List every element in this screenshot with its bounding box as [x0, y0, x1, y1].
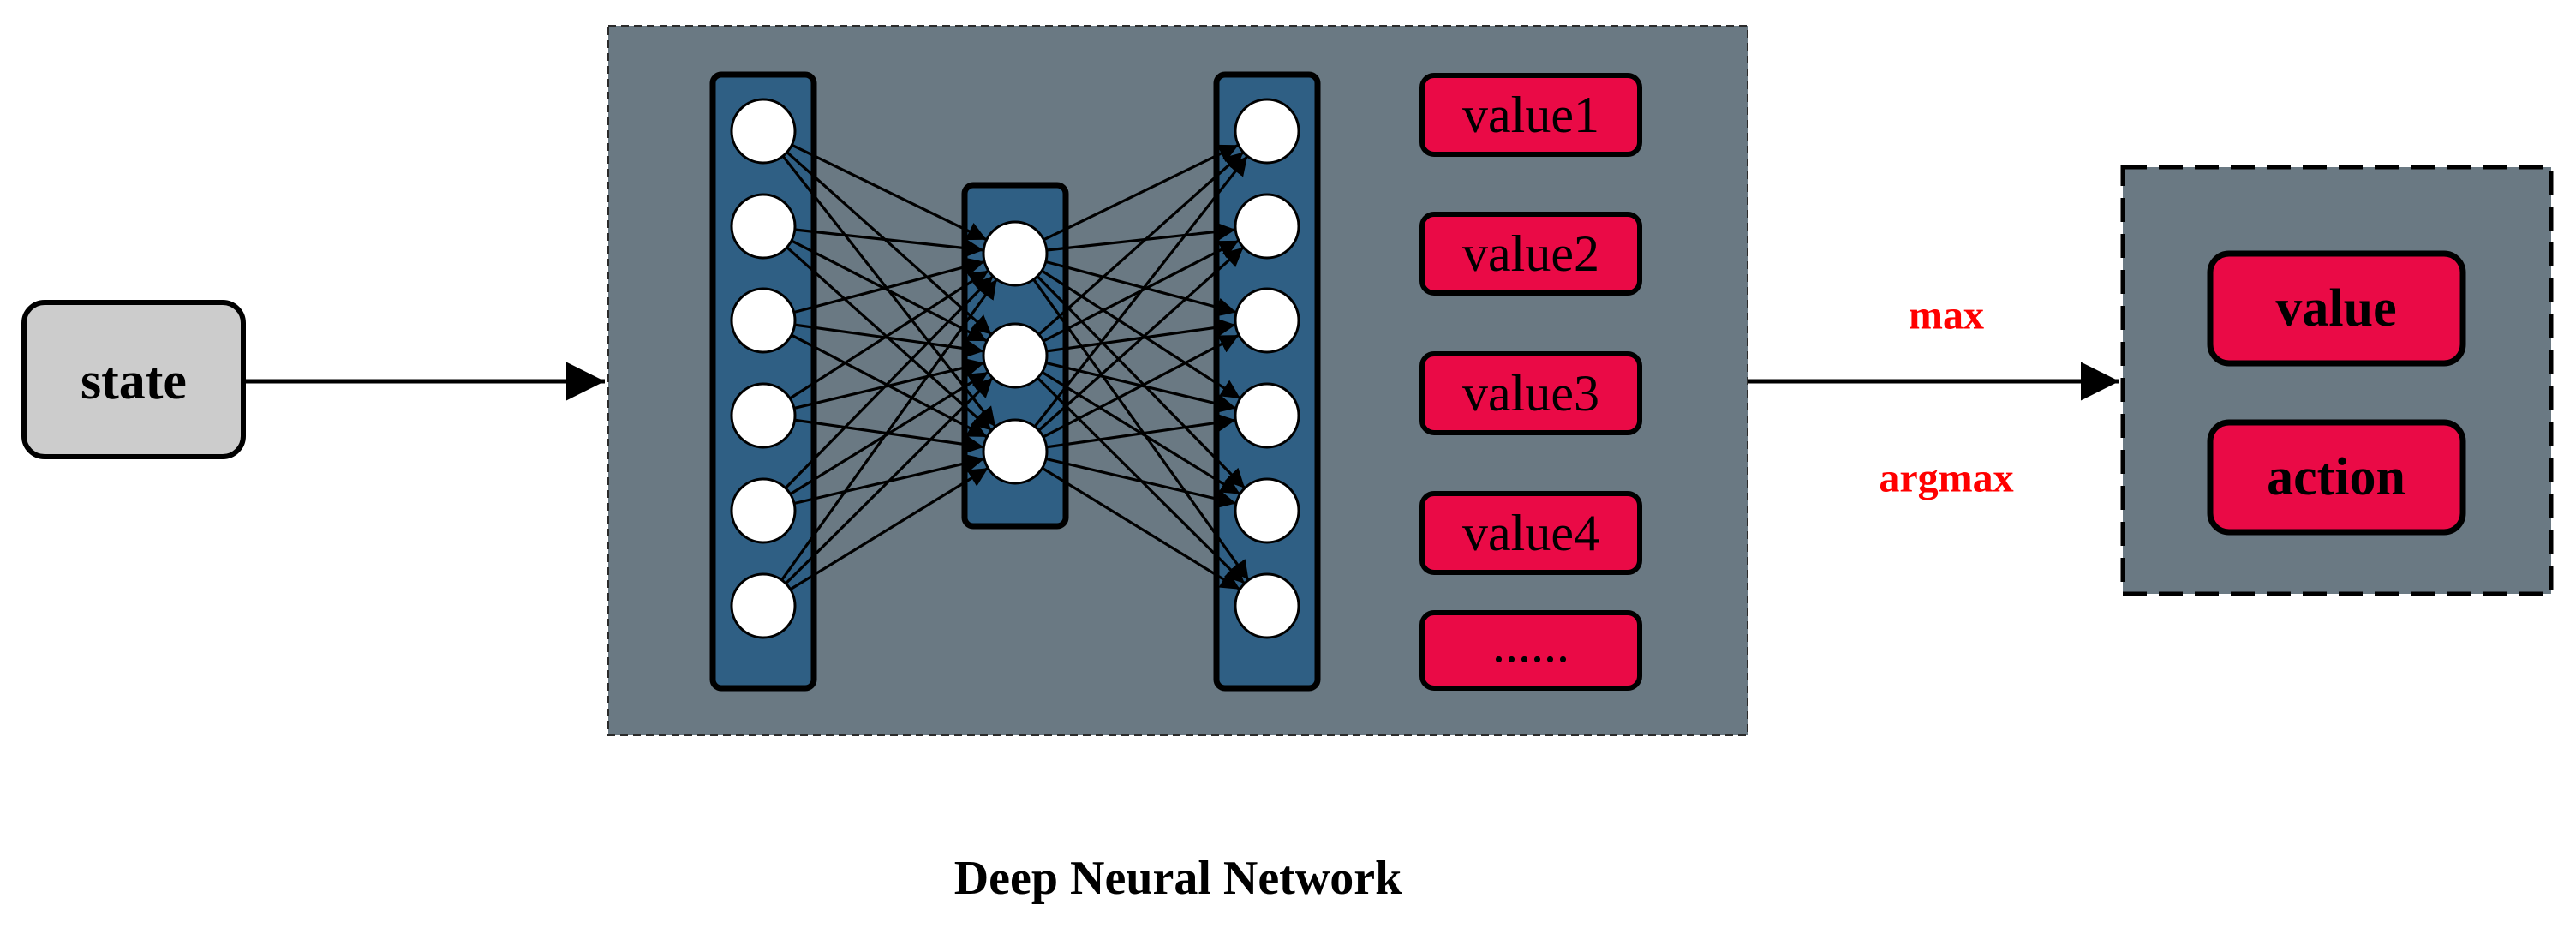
- connection-hidden-3-to-output-4: [1046, 413, 1236, 449]
- connection-hidden-1-to-output-4: [1041, 269, 1241, 400]
- connection-input-6-to-hidden-2: [785, 376, 994, 585]
- output-neuron-1: [1234, 98, 1300, 165]
- connection-hidden-1-to-output-2: [1046, 222, 1236, 252]
- connection-input-1-to-hidden-1: [791, 143, 988, 242]
- connection-hidden-2-to-output-1: [1037, 151, 1245, 336]
- edge-label-argmax: argmax: [1879, 456, 2013, 501]
- input-neuron-1: [730, 98, 797, 165]
- input-neuron-3: [730, 287, 797, 354]
- result-value: value: [2207, 250, 2466, 367]
- connection-hidden-1-to-output-3: [1045, 260, 1237, 317]
- output-value-2-label: value2: [1462, 225, 1599, 282]
- output-value-1: value1: [1419, 73, 1642, 157]
- output-value-4-label: value4: [1462, 505, 1599, 561]
- result-action: action: [2207, 419, 2466, 536]
- output-neuron-4: [1234, 382, 1300, 449]
- input-neuron-2: [730, 193, 797, 260]
- output-value-more: ......: [1419, 610, 1642, 691]
- result-value-box: [2207, 250, 2466, 367]
- output-neuron-5: [1234, 477, 1300, 544]
- connection-input-3-to-hidden-1: [793, 257, 985, 314]
- layer-connections: [780, 143, 1250, 591]
- input-neuron-6: [730, 572, 797, 639]
- connection-hidden-3-to-output-1: [1033, 155, 1249, 428]
- connection-input-5-to-hidden-1: [784, 275, 995, 489]
- output-neuron-6: [1234, 572, 1300, 639]
- connection-input-4-to-hidden-2: [793, 357, 985, 410]
- connection-hidden-1-to-output-1: [1043, 143, 1240, 242]
- connection-input-2-to-hidden-2: [791, 239, 988, 343]
- connection-hidden-1-to-output-5: [1036, 275, 1246, 489]
- output-value-3: value3: [1419, 351, 1642, 435]
- result-panel: value action: [2120, 165, 2554, 596]
- connection-input-4-to-hidden-1: [789, 269, 989, 400]
- hidden-neuron-3: [982, 418, 1049, 485]
- output-value-4-box: [1419, 491, 1642, 575]
- state-label: state: [81, 352, 187, 410]
- neurons: [730, 98, 1300, 639]
- result-value-label: value: [2275, 279, 2396, 338]
- result-action-label: action: [2267, 448, 2406, 506]
- network-panel: value1 value2 value3 value4 ......: [607, 25, 1748, 736]
- output-value-1-label: value1: [1462, 87, 1599, 143]
- edge-label-max: max: [1909, 293, 1984, 338]
- connection-hidden-3-to-output-5: [1045, 457, 1237, 509]
- connection-hidden-3-to-output-3: [1043, 333, 1240, 439]
- hidden-neuron-1: [982, 220, 1049, 287]
- output-value-2-box: [1419, 212, 1642, 296]
- connection-input-6-to-hidden-3: [789, 466, 989, 591]
- input-neuron-5: [730, 477, 797, 544]
- connection-hidden-3-to-output-2: [1037, 246, 1245, 432]
- output-value-more-box: [1419, 610, 1642, 691]
- output-neuron-2: [1234, 193, 1300, 260]
- output-neuron-3: [1234, 287, 1300, 354]
- result-panel-background: [2120, 165, 2554, 596]
- connection-input-6-to-hidden-1: [780, 278, 998, 581]
- network-caption: Deep Neural Network: [954, 852, 1402, 905]
- connection-input-3-to-hidden-2: [794, 323, 984, 358]
- output-value-3-label: value3: [1462, 365, 1599, 422]
- connection-input-2-to-hidden-1: [794, 228, 984, 258]
- output-value-2: value2: [1419, 212, 1642, 296]
- output-value-boxes: value1 value2 value3 value4 ......: [1419, 73, 1642, 691]
- output-value-more-label: ......: [1492, 616, 1569, 673]
- connection-hidden-3-to-output-6: [1041, 466, 1241, 591]
- output-value-3-box: [1419, 351, 1642, 435]
- output-value-4: value4: [1419, 491, 1642, 575]
- input-neuron-4: [730, 382, 797, 449]
- hidden-neuron-2: [982, 322, 1049, 389]
- output-value-1-box: [1419, 73, 1642, 157]
- connection-input-1-to-hidden-2: [786, 151, 993, 336]
- connection-hidden-1-to-output-6: [1032, 278, 1250, 581]
- connection-input-5-to-hidden-2: [789, 371, 989, 495]
- result-action-box: [2207, 419, 2466, 536]
- state-node: state: [21, 300, 246, 459]
